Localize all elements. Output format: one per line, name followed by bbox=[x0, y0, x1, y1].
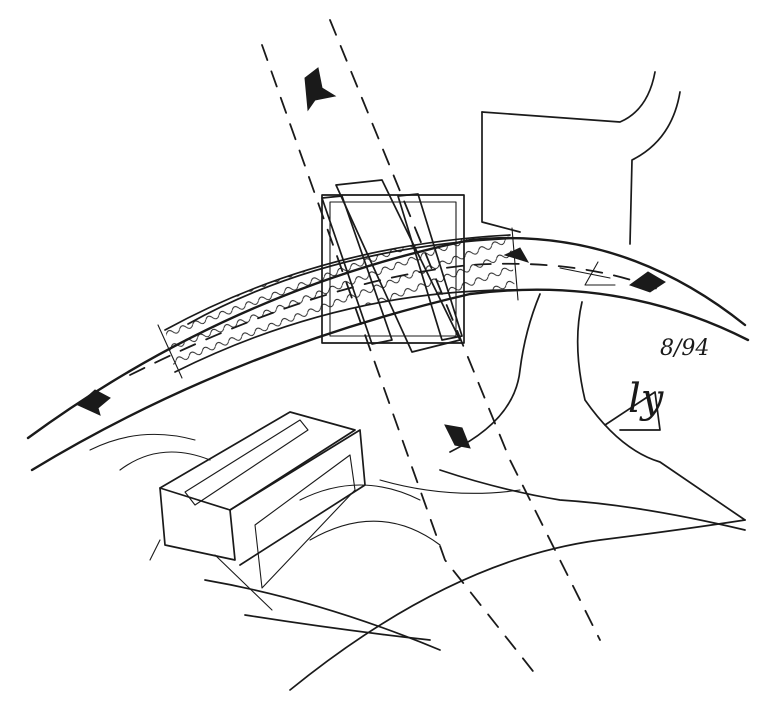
arrow-icon bbox=[77, 67, 666, 449]
road-band-hatch bbox=[164, 234, 516, 373]
dashed-walkway bbox=[261, 19, 601, 681]
building-outline bbox=[481, 71, 681, 245]
bridge-frame bbox=[321, 179, 465, 353]
survey-ticks bbox=[157, 227, 616, 379]
lower-curve bbox=[289, 479, 746, 691]
road-centerline bbox=[129, 262, 661, 376]
date-note: 8/94 bbox=[660, 336, 709, 361]
lower-buildings bbox=[89, 411, 441, 651]
side-road bbox=[439, 293, 746, 531]
signature-block: 8/94 ly bbox=[604, 336, 709, 431]
signature: ly bbox=[628, 376, 665, 422]
